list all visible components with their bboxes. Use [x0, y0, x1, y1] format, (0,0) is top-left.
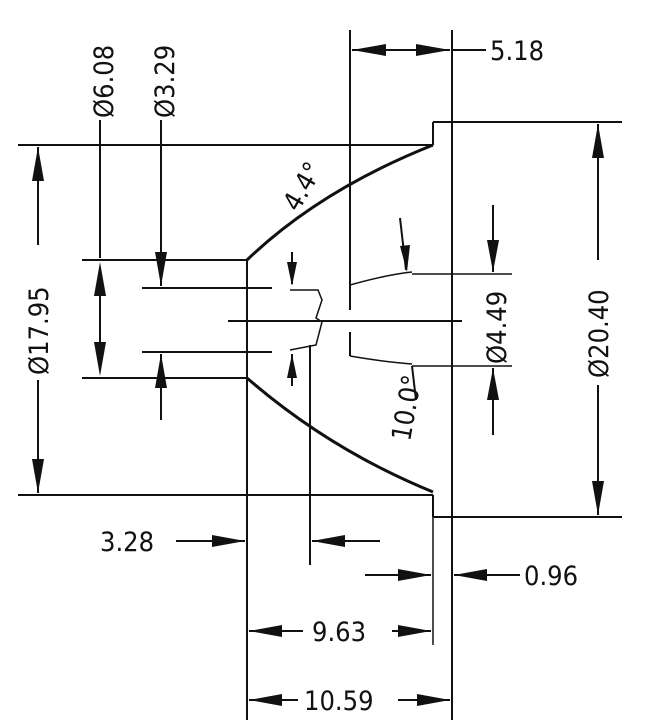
dim-17-95 — [32, 147, 44, 493]
dim-0-96 — [365, 569, 520, 581]
part-outline — [246, 30, 622, 720]
label-d-20-40: Ø20.40 — [584, 289, 615, 378]
label-d-4-49: Ø4.49 — [482, 291, 513, 364]
reflector-profile — [245, 143, 434, 494]
dim-4-49 — [487, 205, 499, 435]
label-d-5-18: 5.18 — [490, 36, 544, 67]
label-d-10-59: 10.59 — [304, 686, 374, 717]
dim-9-63 — [249, 625, 431, 637]
dim-3-28 — [176, 535, 380, 547]
dim-6-08 — [94, 120, 106, 376]
inner-lens-profile — [289, 271, 413, 365]
label-d-0-96: 0.96 — [524, 561, 578, 592]
dim-20-40 — [592, 124, 604, 515]
label-d-3-29: Ø3.29 — [150, 45, 181, 118]
dim-5-18 — [352, 44, 486, 56]
label-d-17-95: Ø17.95 — [24, 286, 55, 375]
label-d-3-28: 3.28 — [100, 527, 154, 558]
label-d-6-08: Ø6.08 — [89, 45, 120, 118]
dim-3-29 — [155, 120, 167, 420]
dim-10-59 — [249, 694, 450, 706]
label-d-9-63: 9.63 — [312, 617, 366, 648]
angle-leaders — [287, 217, 417, 401]
label-angle-4-4: 4.4° — [277, 157, 329, 216]
label-angle-10-0: 10.0° — [386, 373, 428, 444]
